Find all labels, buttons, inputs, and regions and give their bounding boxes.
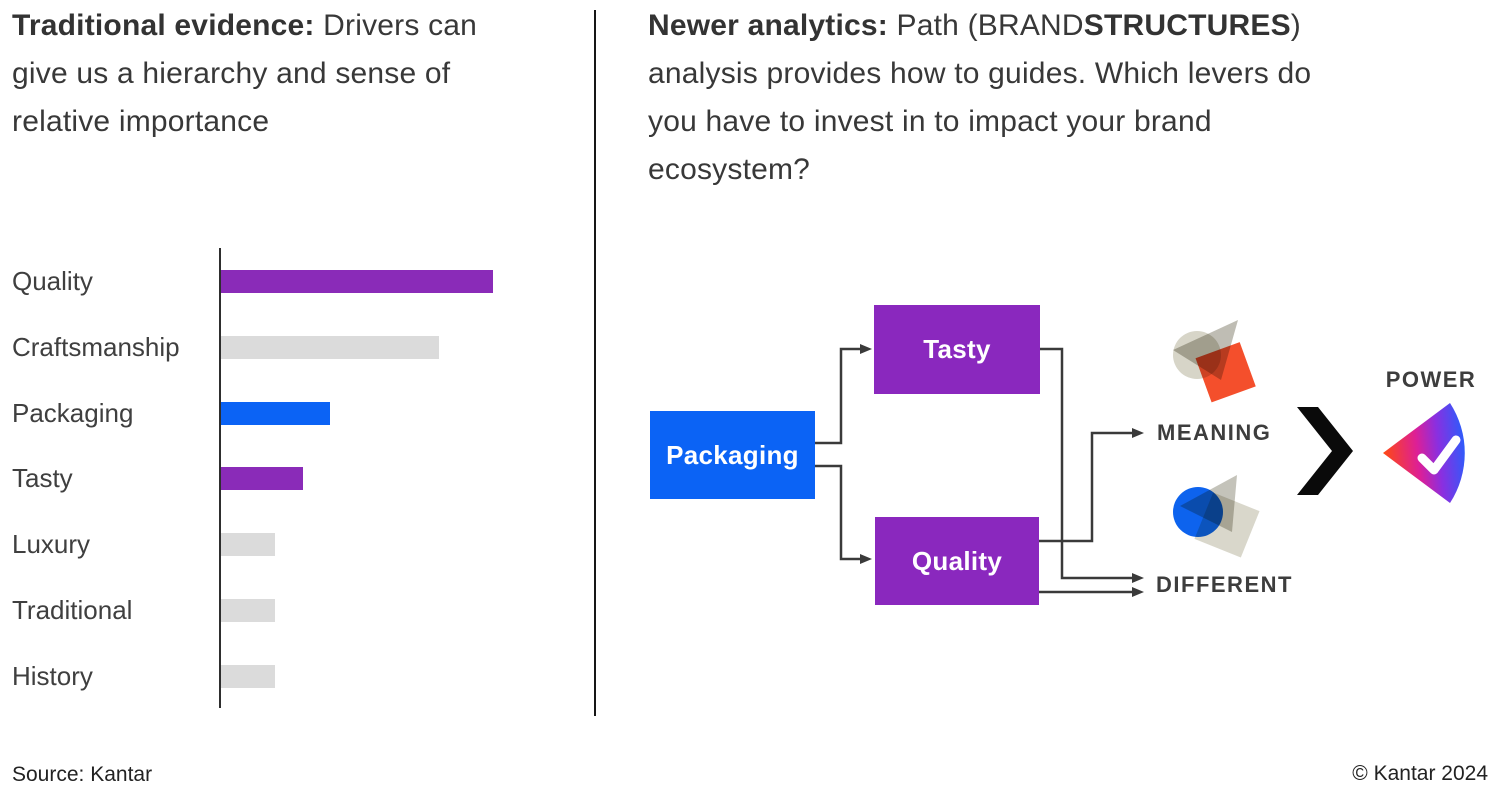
footer-source: Source: Kantar	[12, 763, 153, 786]
bar-luxury	[221, 533, 275, 557]
edge-packaging-quality	[815, 464, 872, 564]
edge-tasty-different	[1040, 347, 1144, 583]
node-packaging-label: Packaging	[666, 439, 799, 470]
panel-divider	[594, 10, 596, 716]
bar-craftsmanship	[221, 335, 439, 359]
bar-label-traditional: Traditional	[12, 595, 133, 625]
right-title-seg3: ) analysis provides how to guides. Which…	[648, 9, 1312, 186]
right-title-seg1: Path (BRAND	[887, 9, 1084, 42]
edge-packaging-tasty	[815, 344, 872, 445]
meaning-icon	[1173, 320, 1256, 403]
bar-label-quality: Quality	[12, 266, 93, 296]
footer-copyright: © Kantar 2024	[1352, 762, 1488, 785]
bar-quality	[221, 270, 493, 293]
bar-history	[221, 664, 275, 688]
bar-packaging	[221, 401, 330, 425]
node-tasty-label: Tasty	[923, 334, 991, 364]
right-panel-title: Newer analytics: Path (BRANDSTRUCTURES) …	[648, 2, 1363, 194]
node-packaging: Packaging	[650, 411, 815, 499]
different-label: DIFFERENT	[1156, 572, 1293, 597]
left-title-bold: Traditional evidence:	[12, 9, 315, 42]
left-panel-title: Traditional evidence: Drivers can give u…	[12, 2, 517, 146]
right-title-seg2-bold: STRUCTURES	[1083, 9, 1291, 42]
bar-label-luxury: Luxury	[12, 529, 91, 560]
power-icon	[1383, 403, 1465, 503]
bar-label-history: History	[12, 660, 93, 691]
right-title-bold: Newer analytics:	[648, 9, 888, 42]
bar-traditional	[221, 599, 275, 622]
node-tasty: Tasty	[874, 305, 1040, 394]
left-title-rest: Drivers can give us a hierarchy and sens…	[12, 9, 478, 138]
bar-label-tasty: Tasty	[12, 463, 73, 494]
meaning-label: MEANING	[1157, 420, 1272, 445]
power-label: POWER	[1385, 367, 1477, 392]
different-icon	[1173, 475, 1260, 558]
node-quality-label: Quality	[911, 545, 1003, 576]
edge-quality-meaning	[1039, 428, 1144, 543]
checkmark-icon	[1417, 435, 1461, 475]
chart-axis-line	[219, 248, 221, 708]
chevron-right-icon	[1297, 407, 1353, 495]
bar-label-packaging: Packaging	[12, 397, 134, 428]
bar-tasty	[221, 467, 303, 491]
bar-label-craftsmanship: Craftsmanship	[12, 331, 180, 362]
node-quality: Quality	[875, 517, 1039, 605]
